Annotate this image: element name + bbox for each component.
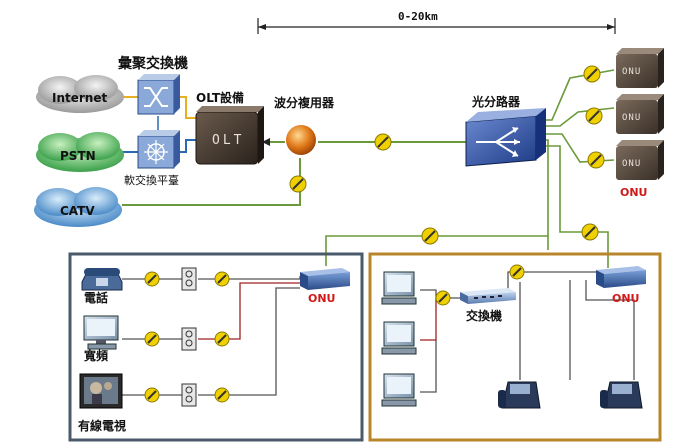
aggregation-switch-icon <box>137 74 180 115</box>
onu-face-text: ONU <box>622 113 641 123</box>
connector-icon <box>144 387 160 403</box>
connector-icon <box>144 331 160 347</box>
pstn-cloud <box>36 132 124 172</box>
connector-icon <box>214 271 230 287</box>
olt-label: OLT設備 <box>196 90 244 105</box>
fiber-connector-icon <box>583 65 601 83</box>
device-label-phone: 電話 <box>84 290 108 305</box>
computer-icon <box>381 321 417 355</box>
computer-icon <box>381 373 417 407</box>
ip-phone-icon <box>600 381 643 409</box>
office-switch-icon <box>460 288 516 304</box>
onu-top-label: ONU <box>620 186 648 199</box>
onu-face-text: ONU <box>622 67 641 77</box>
fiber-connectors <box>289 65 605 245</box>
home-onu-label: ONU <box>308 292 336 305</box>
internet-cloud <box>36 75 124 113</box>
office-switch-label: 交換機 <box>466 308 502 323</box>
ip-phone-icon <box>498 381 541 409</box>
onu-device-icon <box>616 140 664 180</box>
core-links <box>122 69 615 268</box>
onu-face-text: ONU <box>622 159 641 169</box>
office-area-border <box>368 252 662 442</box>
television-icon <box>79 373 123 409</box>
socket-icon <box>181 383 197 407</box>
computer-icon <box>83 315 119 350</box>
device-label-cable-tv: 有線電視 <box>78 418 126 433</box>
home-area-border <box>68 252 364 442</box>
office-links <box>420 271 635 393</box>
connector-icon <box>214 387 230 403</box>
computer-icon <box>381 271 417 305</box>
distance-bracket <box>257 18 616 34</box>
internet-label: Internet <box>52 91 107 105</box>
connector-icon <box>214 331 230 347</box>
wall-sockets <box>181 267 197 407</box>
home-connectors <box>144 271 230 403</box>
fiber-connector-icon <box>421 227 439 245</box>
splitter-device-icon <box>465 108 546 167</box>
connector-icon <box>509 264 525 280</box>
socket-icon <box>181 267 197 291</box>
office-onu-icon <box>596 266 646 288</box>
socket-icon <box>181 327 197 351</box>
olt-device-icon <box>195 106 264 165</box>
connector-icon <box>144 271 160 287</box>
catv-cloud <box>34 187 122 227</box>
catv-label: CATV <box>60 204 95 218</box>
fiber-connector-icon <box>587 151 605 169</box>
softswitch-label: 軟交換平臺 <box>124 173 179 187</box>
fiber-connector-icon <box>289 175 307 193</box>
olt-face-text: OLT <box>212 133 244 148</box>
aggregation-switch-title: 彙聚交換機 <box>117 55 188 72</box>
splitter-label: 光分路器 <box>471 94 521 109</box>
onu-device-icon <box>616 48 664 88</box>
wdm-device-icon <box>286 125 316 155</box>
pstn-label: PSTN <box>60 149 96 163</box>
distance-label: 0-20km <box>398 10 438 23</box>
fiber-connector-icon <box>581 223 599 241</box>
telephone-icon <box>81 268 123 291</box>
connector-icon <box>435 290 451 306</box>
fiber-connector-icon <box>374 133 392 151</box>
office-onu-label: ONU <box>612 292 640 305</box>
onu-device-icon <box>616 94 664 134</box>
device-label-broadband: 寬頻 <box>83 348 108 363</box>
home-onu-icon <box>300 268 350 290</box>
softswitch-icon <box>137 130 180 169</box>
fiber-connector-icon <box>585 107 603 125</box>
wdm-label: 波分複用器 <box>274 95 335 110</box>
